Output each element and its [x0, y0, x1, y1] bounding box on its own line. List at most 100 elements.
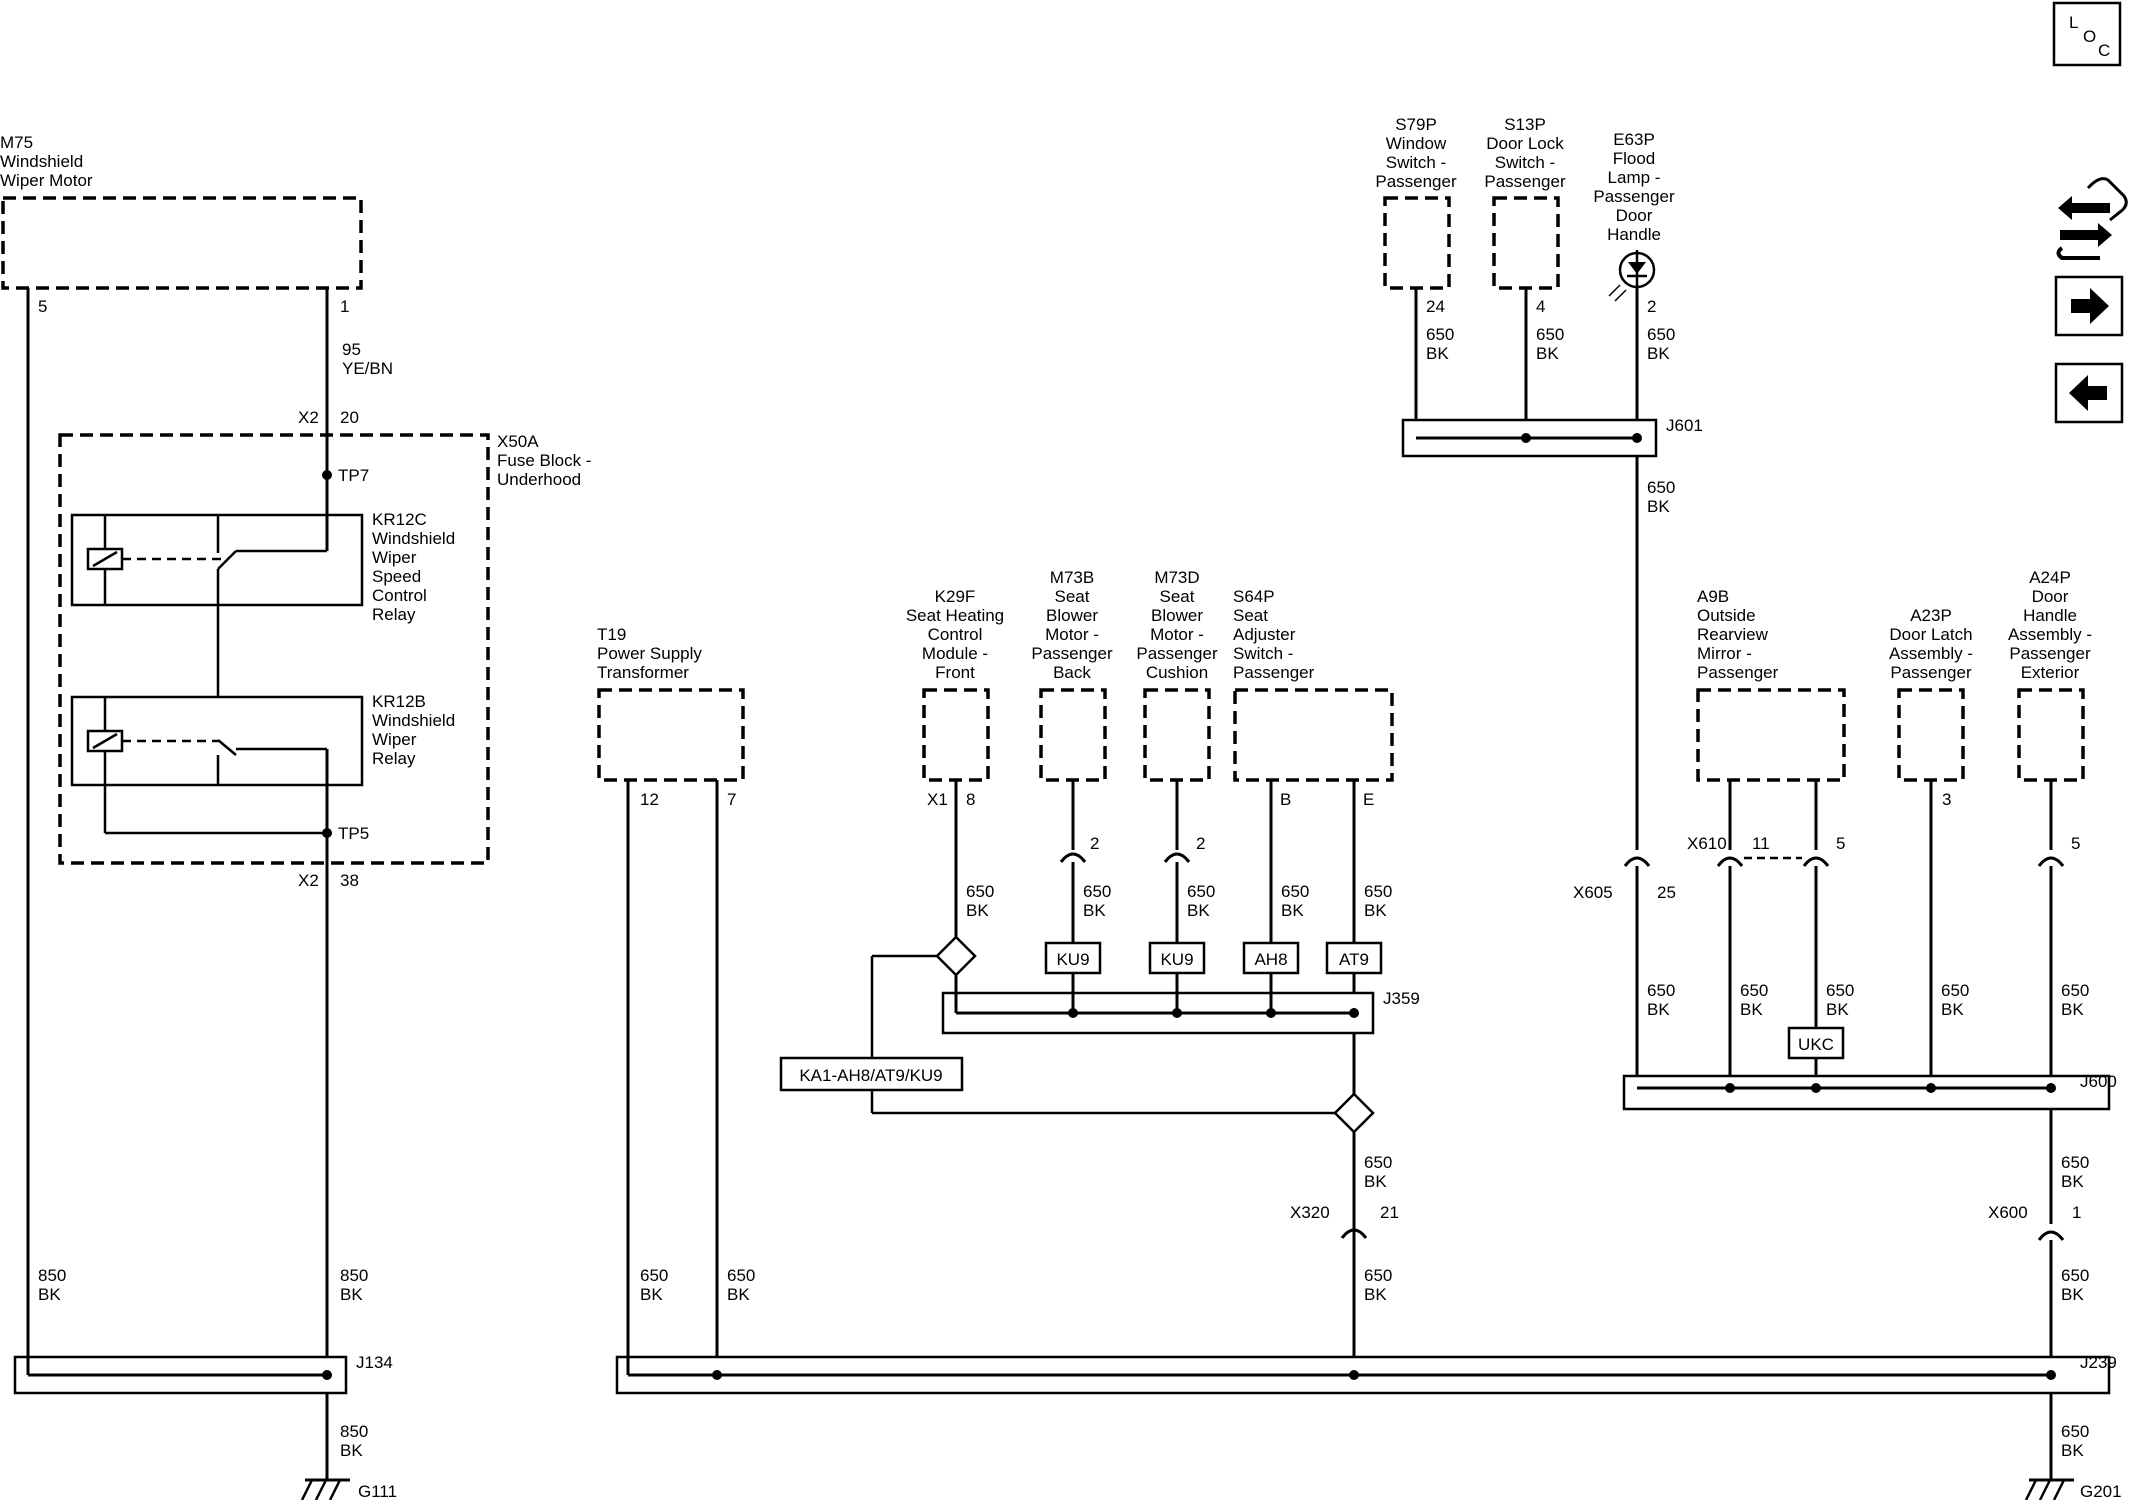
- svg-text:Outside: Outside: [1697, 606, 1756, 625]
- svg-text:Seat Heating: Seat Heating: [906, 606, 1004, 625]
- svg-text:Window: Window: [1386, 134, 1447, 153]
- x600-inline-connector: [2037, 1230, 2065, 1241]
- x610-connector-pin5: [1802, 856, 1830, 867]
- svg-text:650: 650: [1826, 981, 1854, 1000]
- j134-node: [322, 1370, 332, 1380]
- m73b-label: M73B Seat Blower Motor - Passenger Back: [1031, 568, 1113, 682]
- a23p-component-box: [1897, 688, 1965, 782]
- svg-text:Passenger: Passenger: [1593, 187, 1675, 206]
- wire-label-j600-out: 650 BK: [2061, 1153, 2089, 1191]
- s13p-component-box: [1492, 196, 1560, 290]
- svg-text:BK: BK: [727, 1285, 750, 1304]
- svg-text:K29F: K29F: [935, 587, 976, 606]
- j600-node-3: [1926, 1083, 1936, 1093]
- loc-button[interactable]: L O C: [2052, 1, 2122, 67]
- svg-text:650: 650: [1536, 325, 1564, 344]
- wire-label-x320-bottom: 650 BK: [1364, 1266, 1392, 1304]
- x320-label: X320: [1290, 1203, 1330, 1222]
- svg-text:E63P: E63P: [1613, 130, 1655, 149]
- svg-text:850: 850: [340, 1266, 368, 1285]
- svg-text:850: 850: [38, 1266, 66, 1285]
- s79p-label: S79P Window Switch - Passenger: [1375, 115, 1457, 191]
- svg-text:Motor -: Motor -: [1150, 625, 1204, 644]
- m75-label: M75 Windshield Wiper Motor: [0, 133, 93, 190]
- x2-pin-20: 20: [340, 408, 359, 427]
- svg-text:Wiper: Wiper: [372, 730, 417, 749]
- svg-text:M73D: M73D: [1154, 568, 1199, 587]
- option-diamond-bottom: [1333, 1092, 1375, 1134]
- svg-text:Assembly -: Assembly -: [2008, 625, 2092, 644]
- service-tool-icon[interactable]: [2056, 177, 2128, 260]
- option-ukc: UKC: [1798, 1035, 1834, 1054]
- svg-text:BK: BK: [340, 1285, 363, 1304]
- x50a-fuse-block-box: [58, 433, 490, 865]
- m73b-inline-connector: [1059, 852, 1087, 863]
- arrow-right-button[interactable]: [2054, 275, 2124, 337]
- svg-text:Speed: Speed: [372, 567, 421, 586]
- svg-text:A24P: A24P: [2029, 568, 2071, 587]
- svg-text:KR12C: KR12C: [372, 510, 427, 529]
- svg-text:S79P: S79P: [1395, 115, 1437, 134]
- svg-text:650: 650: [1364, 882, 1392, 901]
- wire-label-g201: 650 BK: [2061, 1422, 2089, 1460]
- svg-text:650: 650: [1647, 981, 1675, 1000]
- svg-text:650: 650: [2061, 981, 2089, 1000]
- svg-text:Control: Control: [928, 625, 983, 644]
- j239-label: J239: [2080, 1353, 2117, 1372]
- kr12c-switch-blade: [217, 550, 237, 570]
- wire-label-a23p: 650 BK: [1941, 981, 1969, 1019]
- svg-text:M73B: M73B: [1050, 568, 1094, 587]
- t19-pin-7: 7: [727, 790, 736, 809]
- s64p-pin-b: B: [1280, 790, 1291, 809]
- svg-text:650: 650: [1364, 1153, 1392, 1172]
- svg-text:650: 650: [2061, 1422, 2089, 1441]
- s64p-pin-e: E: [1363, 790, 1374, 809]
- svg-text:T19: T19: [597, 625, 626, 644]
- a9b-component-box: [1696, 688, 1846, 782]
- wire-label-s64p-e: 650 BK: [1364, 882, 1392, 920]
- svg-text:O: O: [2083, 27, 2096, 46]
- svg-text:Switch -: Switch -: [1386, 153, 1446, 172]
- m75-component-box: [1, 196, 363, 290]
- svg-text:Rearview: Rearview: [1697, 625, 1769, 644]
- svg-text:Door: Door: [2032, 587, 2069, 606]
- arrow-left-button[interactable]: [2054, 362, 2124, 424]
- svg-text:Seat: Seat: [1055, 587, 1090, 606]
- svg-text:BK: BK: [38, 1285, 61, 1304]
- svg-text:BK: BK: [2061, 1285, 2084, 1304]
- j601-node-2: [1632, 433, 1642, 443]
- svg-text:650: 650: [1740, 981, 1768, 1000]
- m73d-label: M73D Seat Blower Motor - Passenger Cushi…: [1136, 568, 1218, 682]
- flood-lamp-led-icon: [1608, 250, 1656, 302]
- a9b-pin-5: 5: [1836, 834, 1845, 853]
- svg-text:Handle: Handle: [1607, 225, 1661, 244]
- m73d-pin-2: 2: [1196, 834, 1205, 853]
- x2-connector-top: X2: [298, 408, 319, 427]
- s79p-component-box: [1383, 196, 1451, 290]
- option-box-ka1: [779, 1056, 964, 1092]
- svg-text:Control: Control: [372, 586, 427, 605]
- s64p-component-box: [1233, 688, 1394, 782]
- k29f-label: K29F Seat Heating Control Module - Front: [906, 587, 1004, 682]
- svg-text:S64P: S64P: [1233, 587, 1275, 606]
- svg-text:BK: BK: [1647, 344, 1670, 363]
- svg-text:Module -: Module -: [922, 644, 988, 663]
- s13p-label: S13P Door Lock Switch - Passenger: [1484, 115, 1566, 191]
- svg-text:X50A: X50A: [497, 432, 539, 451]
- svg-text:Wiper: Wiper: [372, 548, 417, 567]
- wire-label-a24p: 650 BK: [2061, 981, 2089, 1019]
- a9b-pin-11: 11: [1752, 834, 1770, 853]
- svg-text:Blower: Blower: [1151, 606, 1203, 625]
- svg-text:Fuse Block -: Fuse Block -: [497, 451, 591, 470]
- svg-text:Cushion: Cushion: [1146, 663, 1208, 682]
- svg-text:A23P: A23P: [1910, 606, 1952, 625]
- svg-text:Door Latch: Door Latch: [1889, 625, 1972, 644]
- j239-node-3: [2046, 1370, 2056, 1380]
- x320-pin-21: 21: [1380, 1203, 1399, 1222]
- kr12c-label: KR12C Windshield Wiper Speed Control Rel…: [372, 510, 455, 624]
- k29f-component-box: [922, 688, 990, 782]
- wire-label-e63p: 650 BK: [1647, 325, 1675, 363]
- option-box-at9: [1325, 941, 1383, 975]
- m73d-inline-connector: [1163, 852, 1191, 863]
- j359-label: J359: [1383, 989, 1420, 1008]
